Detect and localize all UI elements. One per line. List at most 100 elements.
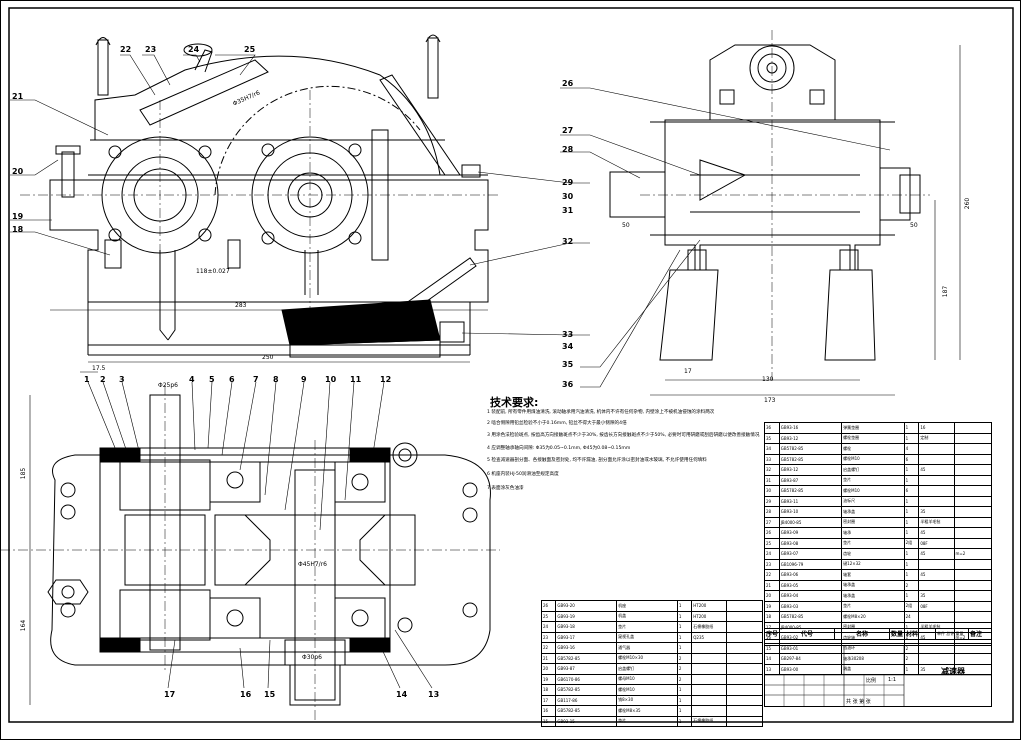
bom-cell: 1 [903,516,920,528]
bom-header-code: 代号 [779,628,835,640]
bom-cell [953,464,993,476]
callout-5: 5 [209,375,215,384]
requirements-title: 技术要求: [490,396,539,409]
bom-cell [691,694,727,706]
bom-cell [918,558,955,570]
bom-cell: 端盖 [841,663,905,675]
bom-cell [691,705,727,717]
bom-cell: 1 [676,684,693,696]
callout-15: 15 [264,690,276,699]
callout-2: 2 [100,375,106,384]
bom-cell [691,673,727,685]
bom-cell: GB93-03 [778,600,843,612]
bom-cell: 垫片 [841,600,905,612]
bom-cell: 17 [540,694,557,706]
bom-cell: 1 [676,642,693,654]
bom-cell [953,663,993,675]
bom-cell: HT200 [691,610,727,622]
dim-side-130: 130 [762,376,774,383]
bom-cell: 弹簧垫圈 [841,422,905,434]
bom-cell: 08F [918,537,955,549]
title-block [764,645,992,707]
bom-cell: GB93-87 [555,663,618,675]
bom-cell: 启盖螺钉 [841,464,905,476]
bom-cell: 25 [540,610,557,622]
bom-cell: 34 [764,443,780,455]
bom-cell: 25 [764,537,780,549]
callout-30: 30 [562,192,574,201]
bom-cell: 21 [540,652,557,664]
title-block-name: 减速器 [941,667,965,676]
callout-7: 7 [253,375,259,384]
callout-36: 36 [562,380,574,389]
bom-cell: 6 [903,453,920,465]
bom-cell: 1 [676,715,693,727]
requirement-line: 6 机座内装HJ-50润滑油至规定高度 [487,472,559,477]
callout-12: 12 [380,375,392,384]
callout-4: 4 [189,375,195,384]
callout-16: 16 [240,690,252,699]
bom-cell [918,474,955,486]
dim-tolerance: 118±0.027 [196,268,230,275]
bom-header-weight: 单件 总计 重量 [934,628,969,640]
bom-cell [953,474,993,486]
requirement-line: 3 用涂色法检验斑点, 按齿高方向接触斑点不少于30%, 按齿长方向接触斑点不少… [487,433,760,438]
bom-cell: 20 [764,590,780,602]
bom-cell: 键12×32 [841,558,905,570]
bom-cell: JB4000-85 [778,516,843,528]
bom-cell [725,600,763,612]
bom-cell: 螺栓M10 [841,453,905,465]
bom-cell: 4 [903,443,920,455]
bom-cell [953,579,993,591]
bom-cell: 螺栓M10×30 [616,652,678,664]
bom-cell [953,569,993,581]
bom-cell: GB93-10 [778,506,843,518]
bom-cell: 1 [903,432,920,444]
bom-cell: GB93-11 [778,495,843,507]
bom-cell: 16 [540,705,557,717]
callout-24: 24 [188,45,200,54]
bom-cell: 1 [903,558,920,570]
bom-cell: 30 [764,485,780,497]
bom-cell: 销8×30 [616,694,678,706]
dim-side-17: 17 [684,368,692,375]
bom-cell: 石棉橡胶纸 [691,621,727,633]
dim-plan-fit: Φ45H7/r6 [298,561,327,568]
callout-28: 28 [562,145,574,154]
bom-cell: 1 [903,590,920,602]
bom-cell: GB93-05 [778,579,843,591]
bom-cell: 2 [676,652,693,664]
callout-17: 17 [164,690,176,699]
bom-cell [953,590,993,602]
bom-cell: GB1096-79 [778,558,843,570]
bom-cell [725,610,763,622]
bom-cell: 22 [764,569,780,581]
bom-cell: 螺栓 [841,443,905,455]
bom-cell: GB93-12 [778,464,843,476]
bom-cell: 螺栓M10 [841,485,905,497]
title-block-scale-label: 比例 [866,678,877,684]
bom-cell [953,443,993,455]
bom-cell: GB93-87 [778,474,843,486]
bom-cell: 6 [903,485,920,497]
bom-cell: 螺栓垫圈 [841,432,905,444]
callout-9: 9 [301,375,307,384]
bom-cell: 2组 [903,600,920,612]
bom-cell: GB93-20 [555,600,618,612]
bom-cell: GB93-04 [778,590,843,602]
bom-cell: 45 [918,548,955,560]
bom-cell: 1 [903,474,920,486]
